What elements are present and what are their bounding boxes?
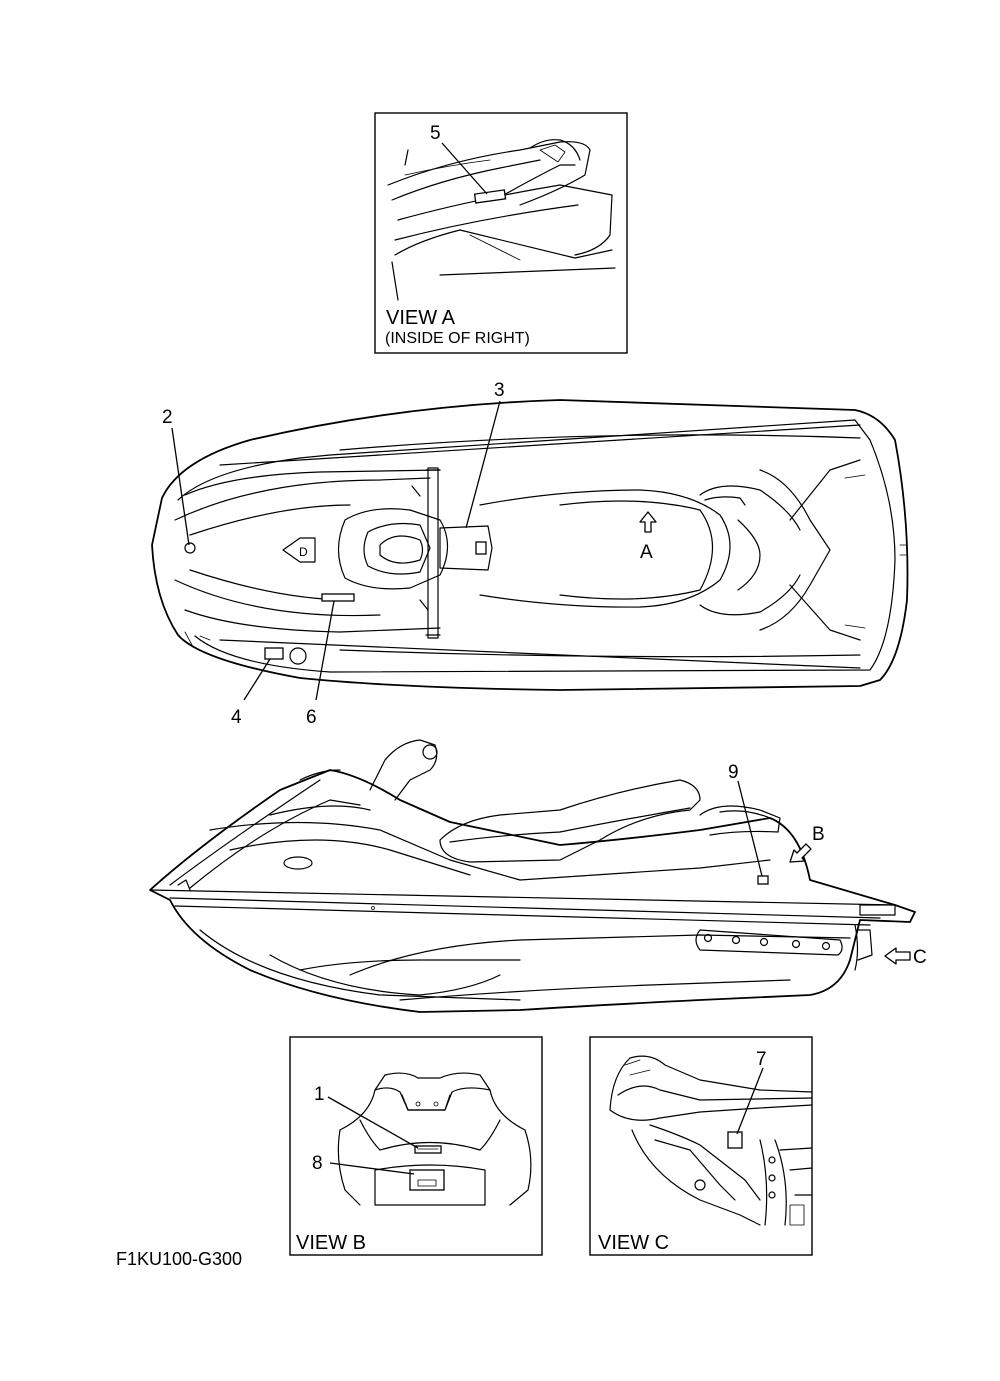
fuel-cap [289, 647, 307, 665]
decal-3-position [475, 541, 487, 555]
callout-1: 1 [314, 1084, 325, 1105]
callout-4: 4 [231, 707, 242, 728]
callout-5-leader [441, 142, 488, 195]
view-b-inset: 1 8 VIEW B [289, 1036, 543, 1256]
decal-7-position [727, 1131, 743, 1149]
callout-6: 6 [306, 707, 317, 728]
view-c-inset: 7 VIEW C [589, 1036, 813, 1256]
bow-d-logo: D [299, 545, 308, 559]
view-a-subtitle: (INSIDE OF RIGHT) [385, 330, 530, 347]
side-view-watercraft: 9 B C [149, 739, 927, 1013]
decal-4-position [264, 647, 284, 660]
callout-4-leader [243, 658, 271, 701]
view-b-title: VIEW B [296, 1232, 366, 1254]
view-a-frame [374, 112, 628, 354]
callout-8: 8 [312, 1153, 323, 1174]
view-a-title: VIEW A [386, 307, 456, 329]
callout-6-leader [315, 600, 335, 701]
handlebar [427, 467, 439, 639]
decal-6-position [321, 593, 355, 602]
callout-7-leader [736, 1067, 764, 1135]
decal-5-position [473, 189, 507, 204]
view-c-direction-arrow [884, 947, 911, 965]
decal-9-position [757, 875, 769, 885]
view-a-hull-drawing [387, 139, 616, 301]
view-b-direction-label: B [812, 824, 825, 845]
callout-7: 7 [756, 1049, 767, 1070]
view-a-direction-arrow [639, 511, 657, 533]
callout-1-leader [327, 1096, 419, 1149]
view-c-direction-label: C [913, 947, 927, 968]
callout-5: 5 [430, 123, 441, 144]
side-fuel-cap [283, 856, 313, 870]
view-b-frame [289, 1036, 543, 1256]
view-c-stern-drawing [609, 1055, 813, 1226]
view-a-direction-label: A [640, 542, 653, 563]
view-b-direction-arrow [789, 843, 812, 863]
view-a-inset: 5 VIEW A (INSIDE OF RIGHT) [374, 112, 628, 354]
decal-1-position [414, 1145, 442, 1154]
view-c-frame [589, 1036, 813, 1256]
callout-3: 3 [494, 380, 505, 401]
diagram-code: F1KU100-G300 [116, 1249, 242, 1269]
top-view-watercraft: D A 2 3 4 [151, 380, 909, 728]
callout-8-leader [329, 1162, 415, 1175]
callout-9: 9 [728, 762, 739, 783]
bow-storage-cap [184, 542, 196, 554]
callout-9-leader [737, 780, 763, 877]
view-b-stern-drawing [337, 1072, 532, 1206]
callout-3-leader [465, 400, 501, 529]
callout-2: 2 [162, 407, 173, 428]
view-c-title: VIEW C [598, 1232, 669, 1254]
callout-2-leader [171, 427, 190, 546]
